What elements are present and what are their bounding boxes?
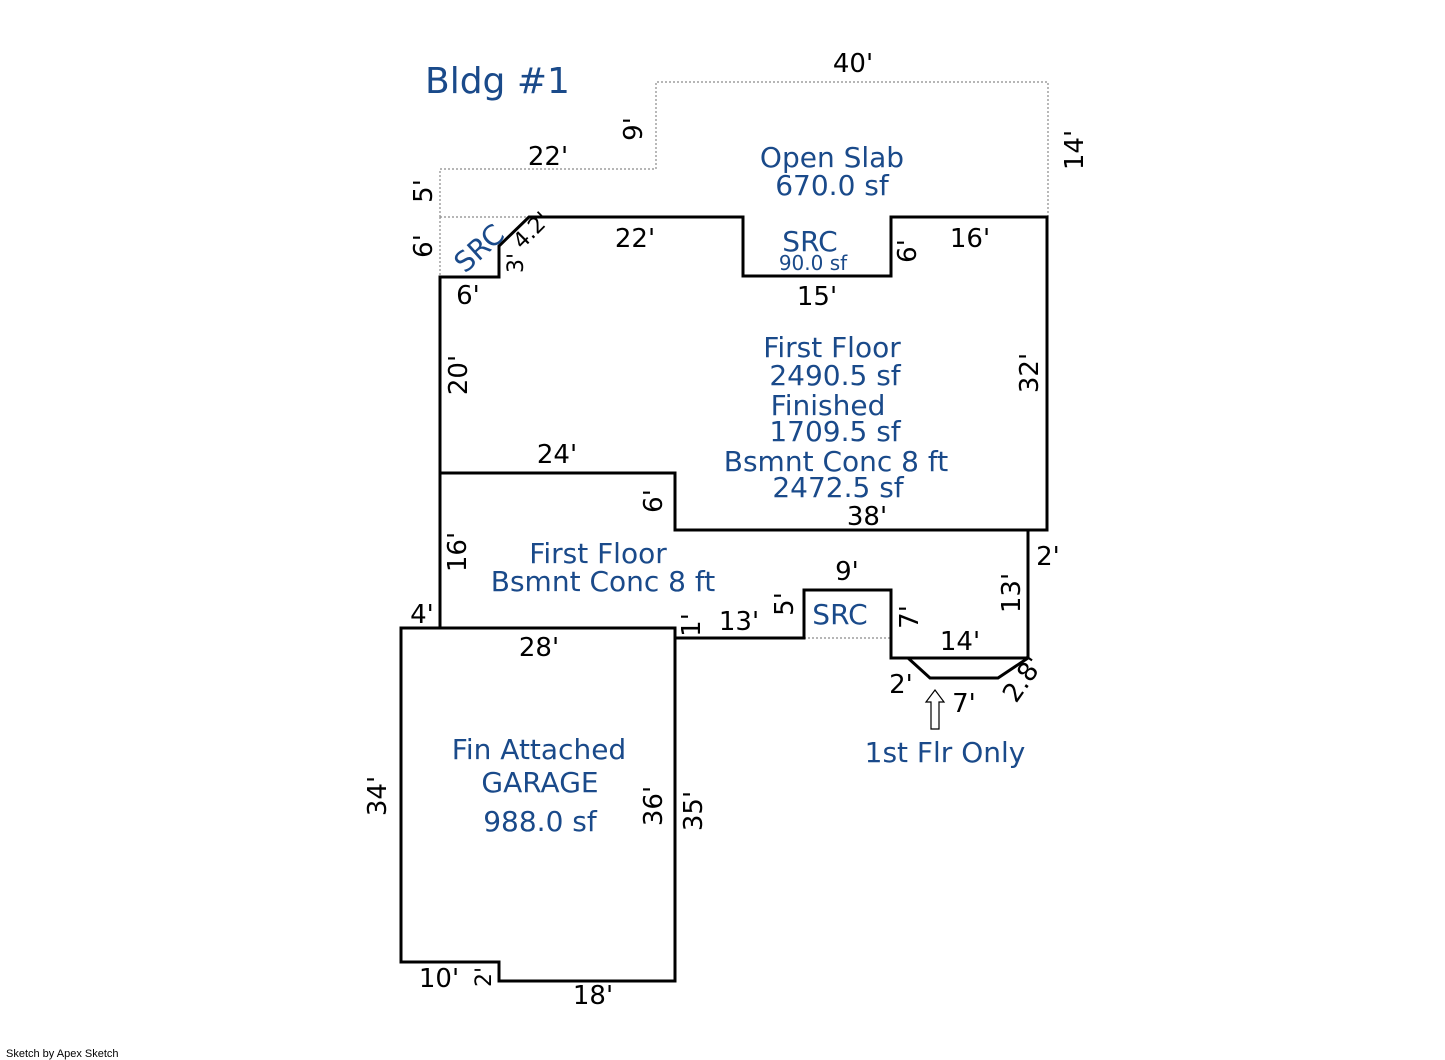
dim-13-bottom: 13' — [719, 607, 759, 637]
first-floor-main-line3: Finished — [771, 389, 886, 422]
dim-22-top: 22' — [615, 224, 655, 254]
first-floor-main-line4: 1709.5 sf — [769, 415, 901, 448]
first-floor-main-line1: First Floor — [763, 331, 901, 364]
dim-16-left: 16' — [443, 532, 473, 572]
dim-7-bay: 7' — [952, 689, 976, 719]
credit-text: Sketch by Apex Sketch — [6, 1048, 119, 1060]
dim-22-slab: 22' — [528, 142, 568, 172]
dim-3: 3' — [504, 253, 529, 273]
dim-38: 38' — [847, 502, 887, 532]
dim-9-src: 9' — [835, 557, 859, 587]
first-floor-main-outline — [438, 215, 1049, 532]
src-top-area: 90.0 sf — [779, 251, 848, 275]
dim-32: 32' — [1015, 353, 1045, 393]
open-slab-area: 670.0 sf — [775, 169, 890, 202]
dim-15: 15' — [797, 282, 837, 312]
dim-6-left: 6' — [456, 281, 480, 311]
dim-2-garage: 2' — [472, 967, 497, 987]
dim-28: 28' — [519, 633, 559, 663]
dim-14-bay: 14' — [940, 627, 980, 657]
dim-6-src-right: 6' — [893, 239, 923, 263]
first-floor-lower-line1: First Floor — [529, 537, 667, 570]
src-bottom-label: SRC — [812, 598, 867, 631]
first-floor-main-line5: Bsmnt Conc 8 ft — [724, 445, 949, 478]
dim-36: 36' — [639, 786, 669, 826]
dim-40: 40' — [833, 49, 873, 79]
garage-line3: 988.0 sf — [483, 805, 598, 838]
open-slab-outline — [439, 81, 1049, 639]
dim-4-2: 4.2' — [509, 208, 556, 255]
dim-6-mid: 6' — [639, 489, 669, 513]
dim-16-top: 16' — [950, 224, 990, 254]
dim-35: 35' — [679, 791, 709, 831]
dim-6-src: 6' — [409, 234, 439, 258]
dim-18: 18' — [573, 981, 613, 1011]
src-top-label: SRC — [782, 225, 837, 258]
dim-13-right: 13' — [997, 573, 1027, 613]
dim-14: 14' — [1060, 130, 1090, 170]
dim-1: 1' — [677, 613, 707, 637]
dim-2-8: 2.8' — [997, 651, 1049, 708]
bay-window-outline — [906, 656, 1029, 680]
dim-2-bay: 2' — [889, 670, 913, 700]
dim-5-slab: 5' — [409, 179, 439, 203]
src-top-left-label: SRC — [448, 218, 511, 280]
dim-10: 10' — [419, 964, 459, 994]
dim-4: 4' — [410, 600, 434, 630]
dim-5-src: 5' — [770, 592, 800, 616]
dim-34: 34' — [363, 776, 393, 816]
first-floor-main-line2: 2490.5 sf — [769, 359, 901, 392]
garage-outline — [399, 626, 677, 983]
first-floor-main-line6: 2472.5 sf — [772, 471, 904, 504]
first-floor-lower-line2: Bsmnt Conc 8 ft — [491, 565, 716, 598]
arrow-up-icon — [924, 689, 946, 730]
dim-2-right: 2' — [1036, 542, 1060, 572]
first-floor-lower-right — [676, 528, 1047, 660]
first-flr-only-label: 1st Flr Only — [865, 736, 1026, 769]
open-slab-label: Open Slab — [760, 141, 904, 174]
garage-line1: Fin Attached — [452, 733, 626, 766]
dim-24: 24' — [537, 440, 577, 470]
page-title: Bldg #1 — [425, 61, 570, 102]
dim-20: 20' — [444, 355, 474, 395]
garage-line2: GARAGE — [481, 766, 598, 799]
dim-9-slab: 9' — [619, 117, 649, 141]
dim-7-src: 7' — [895, 605, 925, 629]
